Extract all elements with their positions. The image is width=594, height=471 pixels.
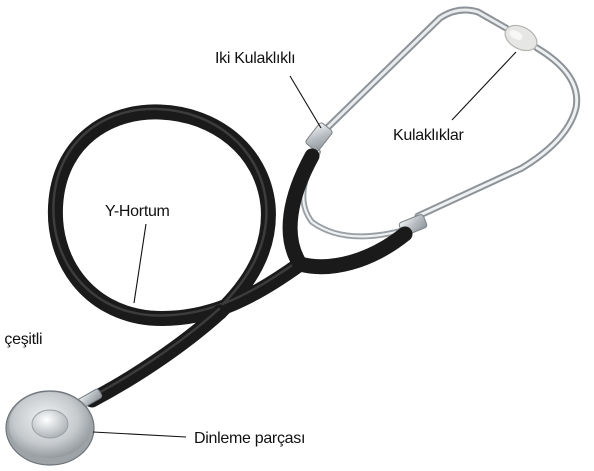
leader-earpieces	[452, 52, 516, 120]
chest-piece	[6, 388, 103, 465]
tubing-loop	[55, 112, 300, 319]
label-earpieces: Kulaklıklar	[393, 127, 464, 144]
rubber-tubing	[53, 109, 405, 400]
label-cut-off: i çeşitli	[0, 331, 42, 348]
label-binaural: Iki Kulaklıklı	[215, 50, 295, 67]
outer-ear-tube	[323, 10, 506, 132]
leader-binaural	[290, 76, 321, 128]
label-y-tube: Y-Hortum	[105, 203, 170, 220]
leader-chest-piece	[93, 432, 186, 437]
spring-bar	[303, 152, 404, 236]
label-chest-piece: Dinleme parçası	[194, 430, 305, 447]
leader-y-tube	[134, 224, 146, 303]
